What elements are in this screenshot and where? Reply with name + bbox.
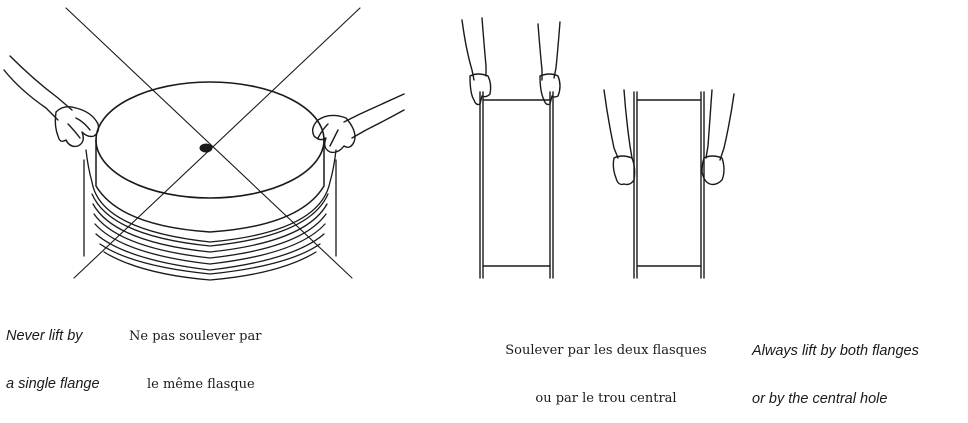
left-hand-bottom — [604, 90, 635, 185]
caption-always-lift-en: Always lift by both flanges or by the ce… — [752, 311, 919, 423]
caption-line: Never lift by — [6, 328, 100, 344]
caption-line: a single flange — [6, 376, 100, 392]
left-hand-top — [462, 18, 491, 105]
prohibition-cross — [66, 8, 360, 278]
right-hand-top — [538, 22, 560, 105]
caption-always-lift-fr: Soulever par les deux flasques ou par le… — [482, 311, 730, 423]
reel-side-view-1 — [480, 92, 553, 278]
caption-line: le même flasque — [129, 377, 261, 393]
correct-lift-flanges-figure — [462, 18, 560, 278]
caption-line: Soulever par les deux flasques — [482, 343, 730, 359]
left-arm-and-hand — [4, 56, 99, 146]
reel-top-flange — [96, 82, 324, 198]
right-arm-and-hand — [313, 94, 404, 152]
reel-side-view-2 — [634, 92, 704, 278]
caption-never-lift-en: Never lift by a single flange — [6, 296, 100, 408]
right-hand-bottom — [702, 90, 734, 185]
reel-layers — [84, 150, 336, 280]
caption-never-lift-fr: Ne pas soulever par le même flasque — [129, 297, 261, 409]
caption-line: Always lift by both flanges — [752, 343, 919, 359]
reel-central-hole — [200, 144, 212, 152]
wrong-lift-reel-figure — [4, 8, 404, 280]
caption-line: Ne pas soulever par — [129, 329, 261, 345]
reel-handling-illustration — [0, 0, 968, 345]
correct-lift-underside-figure — [604, 90, 734, 278]
reel-drum-side — [96, 140, 324, 232]
caption-line: or by the central hole — [752, 391, 919, 407]
caption-line: ou par le trou central — [482, 391, 730, 407]
